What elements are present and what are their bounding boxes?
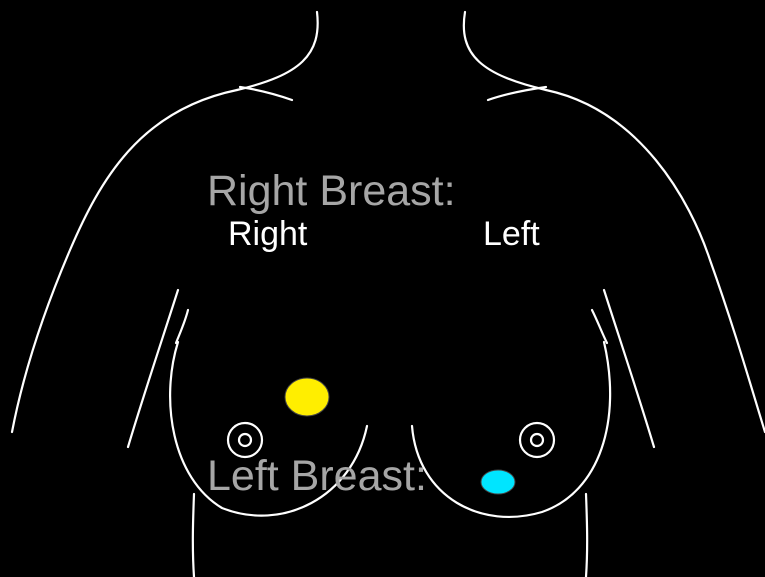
nipple-inner-right — [239, 434, 251, 446]
neck-outline-right — [464, 12, 546, 90]
armpit-inner-left — [176, 310, 188, 343]
right-breast-heading: Right Breast: — [207, 167, 456, 215]
neck-outline-left — [237, 12, 318, 90]
armpit-line-left — [128, 290, 178, 447]
side-label-right: Right — [228, 215, 308, 253]
torso-outline-left — [12, 90, 237, 432]
armpit-inner-right — [592, 310, 607, 343]
torso-outline-right — [546, 90, 765, 432]
right-breast-lesion-marker — [285, 378, 329, 416]
waist-outline-left — [193, 494, 194, 577]
waist-outline-right — [586, 494, 587, 577]
clavicle-right — [488, 87, 546, 100]
side-label-left: Left — [483, 215, 540, 253]
armpit-line-right — [604, 290, 654, 447]
left-breast-lesion-marker — [481, 470, 515, 494]
left-breast-heading: Left Breast: — [207, 452, 427, 500]
clavicle-left — [240, 87, 292, 100]
breast-outline-left — [412, 342, 610, 517]
nipple-inner-left — [531, 434, 543, 446]
nipple-outer-left — [520, 423, 554, 457]
